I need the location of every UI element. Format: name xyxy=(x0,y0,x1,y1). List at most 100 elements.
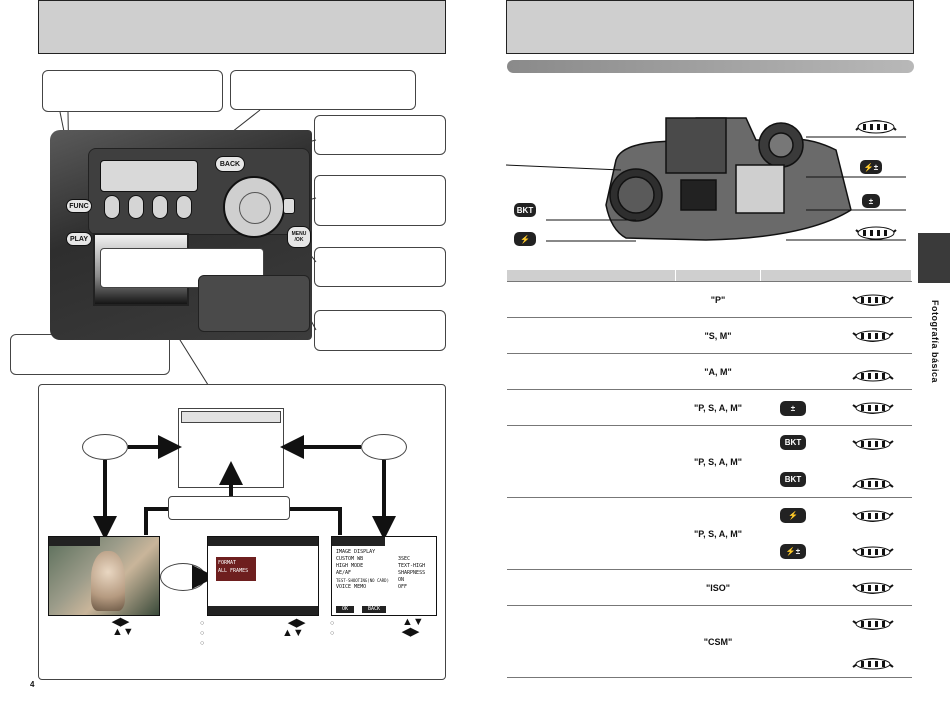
section-bar xyxy=(507,60,914,73)
setup-item-4[interactable]: TEST-SHOOTING(NO CARD) xyxy=(336,578,389,583)
setup-value-1: TEXT-HIGH xyxy=(398,563,426,569)
menu-ok-button[interactable]: MENU /OK xyxy=(287,226,311,248)
bullet-dots: ○○ xyxy=(330,620,335,637)
thumb-setup: IMAGE DISPLAY CUSTOM WB HIGH MODE AE/AF … xyxy=(331,536,437,616)
mode-table: "P" "S, M" "A, M" "P, S, A, M" "P, S, A,… xyxy=(507,270,912,678)
setup-item-0[interactable]: IMAGE DISPLAY xyxy=(336,549,376,555)
camera-top-view xyxy=(506,117,906,242)
flash-icon: ⚡ xyxy=(514,232,536,246)
button-bubble xyxy=(168,496,290,520)
mode-bubble-left xyxy=(82,434,128,460)
mode-cell: "S, M" xyxy=(675,317,761,354)
func-button[interactable]: FUNC xyxy=(66,199,92,213)
table-row: "P" xyxy=(507,281,912,318)
command-dial-icon xyxy=(852,546,894,558)
setup-item-3[interactable]: AE/AF xyxy=(336,570,352,576)
setup-buttons: OK BACK xyxy=(336,606,387,613)
bullet-dots: ○○○ xyxy=(200,620,205,647)
setup-value-3: ON xyxy=(398,577,405,583)
mode-bubble-right xyxy=(361,434,407,460)
function-button-4[interactable] xyxy=(176,195,192,219)
setup-right-col: 3SEC TEXT-HIGH SHARPNESS ON OFF xyxy=(398,556,425,591)
command-dial-icon xyxy=(855,120,897,134)
flash-icon: ⚡ xyxy=(780,508,806,523)
bkt-icon: BKT xyxy=(514,203,536,217)
ok-label: /OK xyxy=(294,237,304,243)
callout-menu-ok xyxy=(314,247,446,287)
setup-item-1[interactable]: CUSTOM WB xyxy=(336,556,364,562)
exposure-comp-icon: ± xyxy=(780,401,806,416)
camera-card-slot xyxy=(198,275,310,332)
thumb-menu: FORMAT ALL FRAMES xyxy=(207,536,319,616)
command-dial-icon xyxy=(852,330,894,342)
setup-value-2: SHARPNESS xyxy=(398,570,426,576)
mode-cell: "CSM" xyxy=(675,605,761,678)
command-dial-icon xyxy=(852,294,894,306)
callout-monitor xyxy=(314,310,446,351)
menu-bottom-bar xyxy=(208,606,318,615)
flow-arrows xyxy=(93,435,396,589)
page-number-left: 4 xyxy=(30,680,35,689)
command-dial-icon xyxy=(852,478,894,490)
menu-label: MENU xyxy=(291,231,307,237)
play-button[interactable]: PLAY xyxy=(66,232,92,246)
thumb-photo-bar xyxy=(49,537,100,546)
dial-knob[interactable] xyxy=(283,198,295,214)
back-button[interactable]: BACK xyxy=(215,156,245,172)
thumb-photo xyxy=(48,536,160,616)
command-dial-icon xyxy=(852,582,894,594)
setup-item-5[interactable]: VOICE MEMO xyxy=(336,584,367,590)
exposure-comp-icon: ± xyxy=(862,194,880,208)
mode-cell: "P, S, A, M" xyxy=(675,389,761,426)
arrow-keys-icon: ▲▼◀▶ xyxy=(402,616,424,638)
command-dial-icon xyxy=(855,226,897,240)
side-tab-label: Fotografía básica xyxy=(930,300,940,384)
table-row: "A, M" xyxy=(507,353,912,390)
center-screen-title xyxy=(181,411,281,423)
mode-cell: "P" xyxy=(675,281,761,318)
command-dial-icon xyxy=(852,618,894,630)
arrow-keys-icon: ◀▶▲▼ xyxy=(282,617,306,639)
menu-item-0[interactable]: FORMAT xyxy=(218,560,237,566)
mode-cell: "A, M" xyxy=(675,353,761,390)
flash-comp-icon: ⚡± xyxy=(860,160,882,174)
menu-item-1[interactable]: ALL FRAMES xyxy=(218,568,249,574)
lcd-panel xyxy=(100,160,198,192)
command-dial-icon xyxy=(852,510,894,522)
bkt-icon: BKT xyxy=(780,472,806,487)
side-tab xyxy=(918,233,950,283)
function-button-2[interactable] xyxy=(128,195,144,219)
mode-cell: "P, S, A, M" xyxy=(675,497,761,570)
menu-highlight xyxy=(216,557,256,581)
callout-back-button xyxy=(314,115,446,155)
portrait-figure xyxy=(91,551,125,611)
mode-cell: "ISO" xyxy=(675,569,761,606)
table-row: "CSM" xyxy=(507,605,912,678)
setup-item-2[interactable]: HIGH MODE xyxy=(336,563,364,569)
setup-value-0: 3SEC xyxy=(398,556,411,562)
setup-left-col: IMAGE DISPLAY CUSTOM WB HIGH MODE AE/AF … xyxy=(336,549,389,591)
thumb-menu-bar xyxy=(208,537,318,546)
command-dial-icon xyxy=(852,438,894,450)
command-dial-icon xyxy=(852,370,894,382)
flash-comp-icon: ⚡± xyxy=(780,544,806,559)
cross-key[interactable] xyxy=(223,176,285,238)
callout-lcd-panel xyxy=(230,70,416,110)
command-dial-icon xyxy=(852,658,894,670)
left-header-band xyxy=(38,0,446,54)
thumb-setup-bar xyxy=(332,537,385,546)
callout-func-button xyxy=(42,70,223,112)
command-dial-icon xyxy=(852,402,894,414)
mode-cell: "P, S, A, M" xyxy=(675,425,761,498)
table-header-row xyxy=(507,270,912,282)
bkt-icon: BKT xyxy=(780,435,806,450)
right-header-band xyxy=(506,0,914,54)
function-button-3[interactable] xyxy=(152,195,168,219)
callout-cross-key xyxy=(314,175,446,226)
arrow-keys-icon: ◀▶▲▼ xyxy=(112,616,134,638)
cross-key-center xyxy=(239,192,271,224)
setup-value-4: OFF xyxy=(398,584,408,590)
function-button-1[interactable] xyxy=(104,195,120,219)
setup-ok-button[interactable]: OK xyxy=(336,606,355,613)
setup-back-button[interactable]: BACK xyxy=(362,606,387,613)
